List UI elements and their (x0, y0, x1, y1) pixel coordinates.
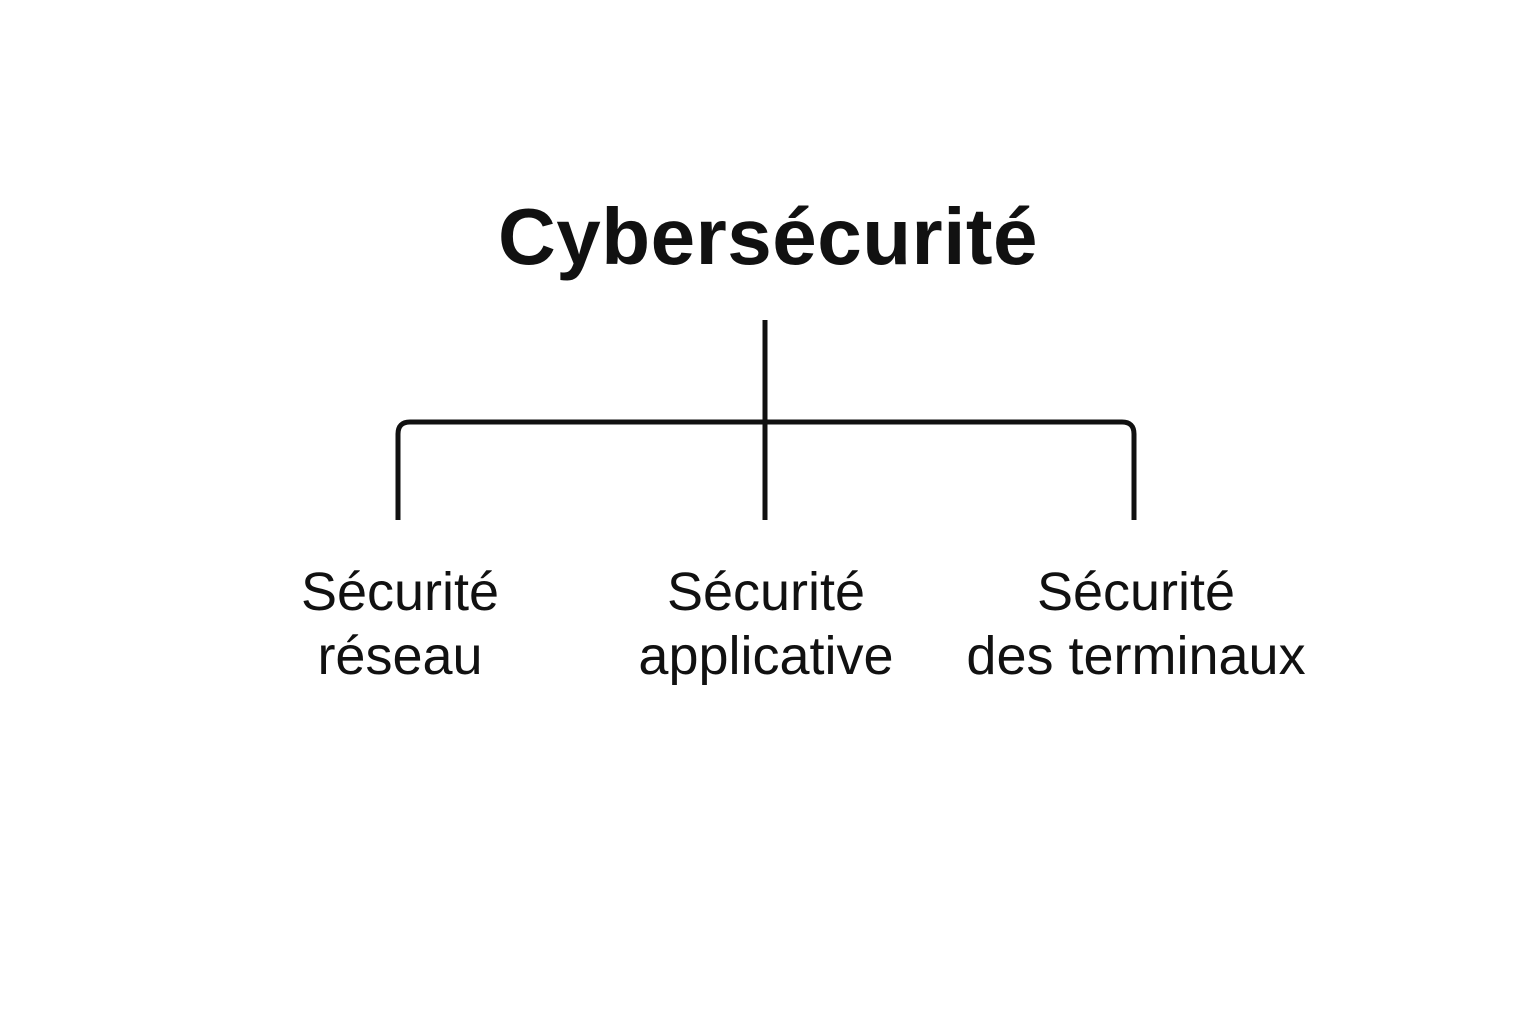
branch-bar-line (395, 419, 1137, 520)
child-node-network-security: Sécurité réseau (190, 560, 610, 688)
child-node-line1: Sécurité (666, 562, 866, 622)
child-node-application-security: Sécurité applicative (556, 560, 976, 688)
child-node-line2: réseau (317, 626, 483, 686)
child-node-endpoint-security: Sécurité des terminaux (926, 560, 1346, 688)
root-node-title: Cybersécurité (497, 192, 1039, 281)
child-node-line1: Sécurité (1036, 562, 1236, 622)
child-node-line2: applicative (638, 626, 894, 686)
child-node-line2: des terminaux (966, 626, 1306, 686)
child-node-line1: Sécurité (300, 562, 500, 622)
